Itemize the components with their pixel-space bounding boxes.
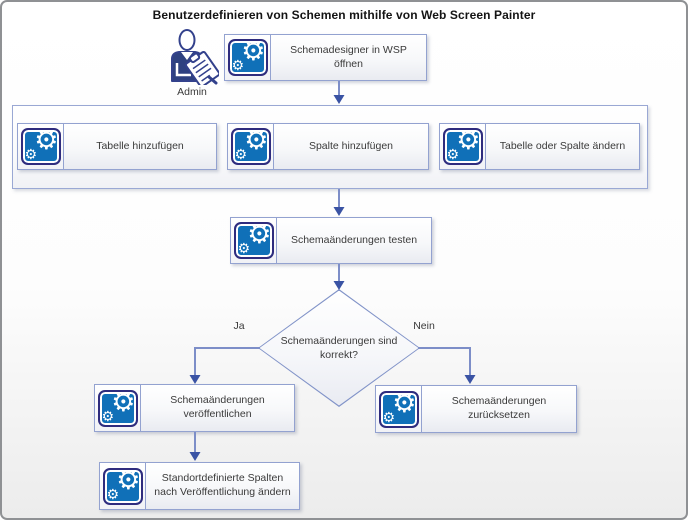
gears-screen-icon: ⚙ ⚙	[95, 385, 141, 431]
gear-icon: ⚙	[247, 222, 272, 250]
node-label: Spalte hinzufügen	[308, 139, 394, 152]
gear-icon: ⚙	[231, 58, 245, 74]
arrowhead-icon	[464, 375, 476, 384]
gear-icon: ⚙	[392, 390, 417, 419]
node-modify-table-or-column: ⚙ ⚙ Tabelle oder Spalte ändern	[439, 123, 640, 170]
node-label: Tabelle oder Spalte ändern	[499, 139, 626, 152]
gear-icon: ⚙	[382, 409, 396, 426]
gears-screen-icon: ⚙ ⚙	[100, 463, 146, 509]
gears-screen-icon: ⚙ ⚙	[18, 124, 64, 169]
gear-icon: ⚙	[101, 408, 115, 425]
node-label: Standortdefinierte Spalten nach Veröffen…	[154, 472, 291, 498]
admin-person-icon	[171, 29, 219, 85]
gears-screen-icon: ⚙ ⚙	[225, 35, 271, 80]
arrowhead-icon	[189, 452, 201, 461]
gear-icon: ⚙	[446, 147, 460, 163]
node-label: Schemaänderungen zurücksetzen	[451, 395, 547, 421]
node-label: Schemadesigner in WSP öffnen	[290, 43, 407, 70]
node-revert-schema-changes: ⚙ ⚙ Schemaänderungen zurücksetzen	[375, 385, 577, 433]
node-add-table: ⚙ ⚙ Tabelle hinzufügen	[17, 123, 217, 170]
node-test-schema-changes: ⚙ ⚙ Schemaänderungen testen	[230, 217, 432, 264]
diagram-title: Benutzerdefinieren von Schemen mithilfe …	[152, 8, 536, 22]
node-label: Schemaänderungen veröffentlichen	[170, 394, 265, 420]
gear-icon: ⚙	[234, 147, 248, 163]
gears-screen-icon: ⚙ ⚙	[440, 124, 486, 169]
node-modify-site-defined-columns: ⚙ ⚙ Standortdefinierte Spalten nach Verö…	[99, 462, 300, 510]
gear-icon: ⚙	[24, 147, 38, 163]
gear-icon: ⚙	[111, 389, 136, 418]
arrowhead-icon	[333, 281, 345, 290]
gear-icon: ⚙	[116, 467, 141, 496]
node-open-schema-designer: ⚙ ⚙ Schemadesigner in WSP öffnen	[224, 34, 427, 81]
gears-screen-icon: ⚙ ⚙	[376, 386, 422, 432]
connector-no	[418, 347, 471, 376]
connector-yes	[194, 347, 260, 376]
gear-icon: ⚙	[237, 241, 251, 257]
branch-label-no: Nein	[413, 320, 435, 332]
gears-screen-icon: ⚙ ⚙	[228, 124, 274, 169]
node-label: Schemaänderungen testen	[290, 233, 418, 246]
node-add-column: ⚙ ⚙ Spalte hinzufügen	[227, 123, 429, 170]
gear-icon: ⚙	[241, 39, 266, 67]
branch-label-yes: Ja	[233, 320, 245, 332]
arrowhead-icon	[333, 207, 345, 216]
gears-screen-icon: ⚙ ⚙	[231, 218, 277, 263]
gear-icon: ⚙	[456, 128, 481, 156]
gear-icon: ⚙	[106, 486, 120, 503]
gear-icon: ⚙	[34, 128, 59, 156]
arrowhead-icon	[189, 375, 201, 384]
decision-label: Schemaänderungen sind korrekt?	[280, 334, 398, 361]
actor-label: Admin	[177, 86, 207, 98]
arrowhead-icon	[333, 95, 345, 104]
node-label: Tabelle hinzufügen	[96, 139, 184, 152]
gear-icon: ⚙	[244, 128, 269, 156]
node-publish-schema-changes: ⚙ ⚙ Schemaänderungen veröffentlichen	[94, 384, 295, 432]
